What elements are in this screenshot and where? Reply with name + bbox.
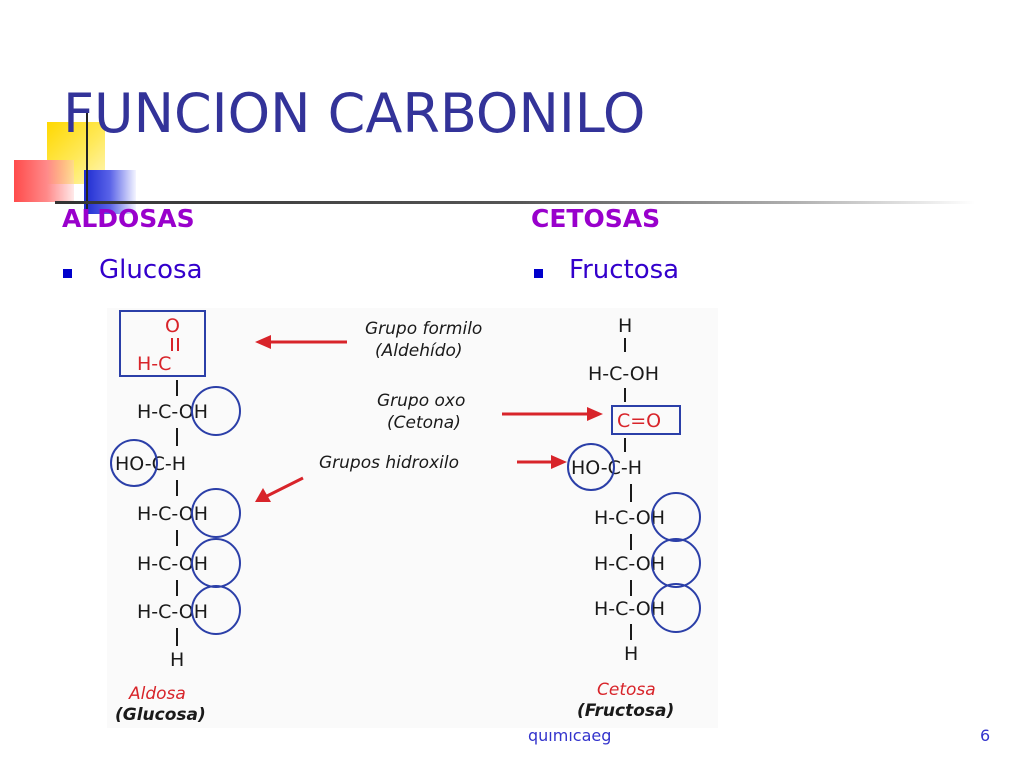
bullet-item-fructosa: Fructosa: [569, 255, 680, 285]
decor-red-square: [14, 160, 74, 202]
aldose-caption-name: Aldosa: [128, 684, 186, 704]
arrow-hydroxyl-left: [266, 476, 304, 498]
aldose-terminal-h: H: [170, 649, 184, 671]
heading-cetosas: CETOSAS: [531, 204, 661, 233]
title-underline: [55, 201, 975, 204]
hydroxyl-circle: [191, 488, 241, 538]
aldose-row-3: H-C-OH: [137, 503, 208, 525]
aldose-caption-example: (Glucosa): [115, 705, 206, 725]
bullet-item-glucosa: Glucosa: [99, 255, 203, 285]
hydroxyl-circle: [567, 443, 615, 491]
ketose-caption-example: (Fructosa): [577, 701, 674, 721]
hydroxyl-circle: [191, 386, 241, 436]
decor-blue-square: [84, 170, 136, 214]
aldose-row-5: H-C-OH: [137, 601, 208, 623]
aldose-formyl-hc: H-C: [137, 353, 171, 375]
aldose-row-2: HO-C-H: [115, 453, 186, 475]
label-oxo-line2: (Cetona): [387, 413, 461, 433]
ketose-row-2: HO-C-H: [571, 457, 642, 479]
diagram-svg: O H-C H-C-OH HO-C-H H-C-OH H-C-OH H-C-OH…: [110, 310, 701, 725]
hydroxyl-circle: [110, 439, 158, 487]
formyl-frame: [119, 310, 206, 377]
hydroxyl-circle: [651, 492, 701, 542]
ketose-row-1: H-C-OH: [588, 363, 659, 385]
ketose-carbonyl: C=O: [617, 410, 661, 432]
slide-title: FUNCION CARBONILO: [63, 82, 646, 145]
carbonyl-diagram: O H-C H-C-OH HO-C-H H-C-OH H-C-OH H-C-OH…: [107, 308, 718, 728]
footer-text: quımıcaeg: [528, 726, 612, 745]
label-oxo-line1: Grupo oxo: [377, 391, 465, 411]
label-hydroxyl: Grupos hidroxilo: [319, 453, 459, 473]
ketose-row-4: H-C-OH: [594, 553, 665, 575]
ketose-row-5: H-C-OH: [594, 598, 665, 620]
aldose-row-1: H-C-OH: [137, 401, 208, 423]
hydroxyl-circle: [651, 538, 701, 588]
ketose-row-3: H-C-OH: [594, 507, 665, 529]
ketose-top-h: H: [618, 315, 632, 337]
page-number: 6: [980, 726, 991, 745]
decor-vertical-line: [86, 112, 88, 222]
arrowhead-icon: [255, 335, 271, 349]
oxo-frame: [611, 405, 681, 435]
heading-aldosas: ALDOSAS: [62, 204, 195, 233]
ketose-caption-name: Cetosa: [597, 680, 656, 700]
label-formyl-line1: Grupo formilo: [365, 319, 482, 339]
aldose-oxygen: O: [165, 315, 180, 337]
label-formyl-line2: (Aldehído): [375, 341, 463, 361]
arrowhead-icon: [551, 455, 567, 469]
bullet-icon: [534, 269, 543, 278]
bullet-icon: [63, 269, 72, 278]
hydroxyl-circle: [651, 583, 701, 633]
ketose-terminal-h: H: [624, 643, 638, 665]
arrowhead-icon: [255, 488, 271, 502]
hydroxyl-circle: [191, 585, 241, 635]
arrowhead-icon: [587, 407, 603, 421]
aldose-row-4: H-C-OH: [137, 553, 208, 575]
